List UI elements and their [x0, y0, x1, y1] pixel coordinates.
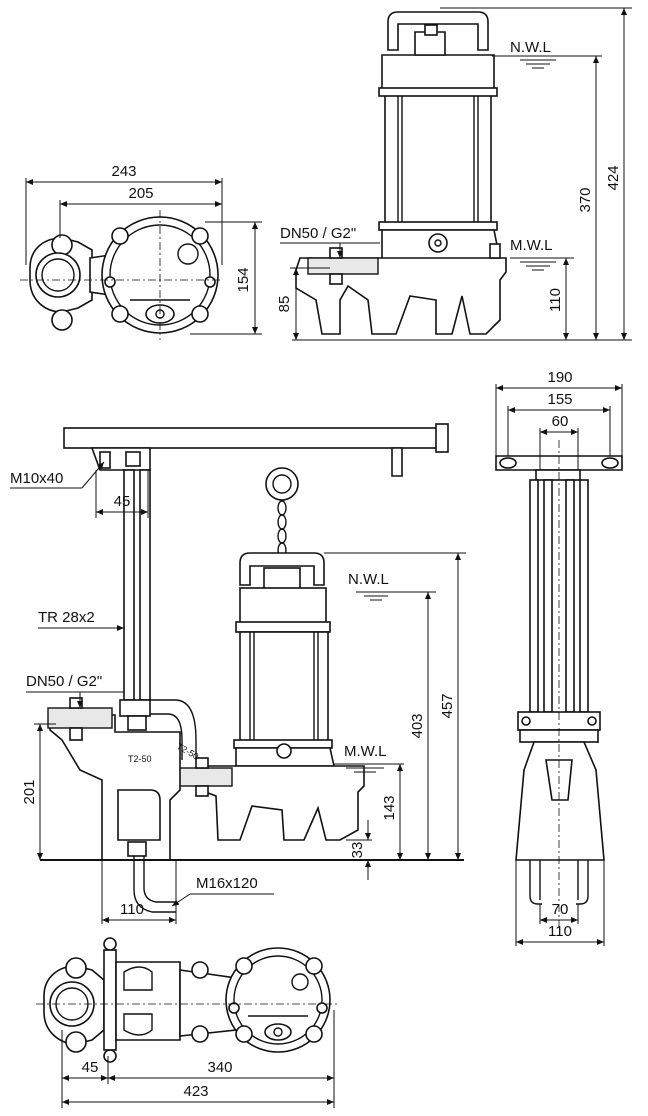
dim-60: 60 — [552, 413, 569, 430]
dim-190: 190 — [547, 369, 572, 386]
tr-label: TR 28x2 — [38, 609, 95, 626]
dim-143: 143 — [381, 795, 398, 820]
top-view-pump: 243 205 154 — [20, 163, 262, 340]
side-view-pump-top: N.W.L M.W.L 424 370 110 85 DN50 / G2" — [276, 7, 632, 341]
guide-rail-side-view: 190 155 60 70 110 — [495, 369, 623, 946]
dim-110-mid: 110 — [120, 901, 144, 918]
nwl-label-top: N.W.L — [510, 39, 551, 56]
dim-85: 85 — [276, 296, 293, 313]
dim-243: 243 — [111, 163, 136, 180]
mwl-label-mid: M.W.L — [344, 743, 387, 760]
dim-110-right: 110 — [548, 923, 572, 940]
dim-33: 33 — [349, 842, 366, 859]
nameplate-label: T2-50 — [128, 754, 152, 764]
dim-154: 154 — [235, 267, 252, 292]
dim-403: 403 — [409, 713, 426, 738]
dim-45-bottom: 45 — [82, 1059, 99, 1076]
dn50-label-mid: DN50 / G2" — [26, 673, 102, 690]
m16-label: M16x120 — [196, 875, 258, 892]
dim-424: 424 — [605, 165, 622, 190]
nwl-label-mid: N.W.L — [348, 571, 389, 588]
plan-view-assembly: 45 340 423 — [36, 937, 340, 1108]
dim-423: 423 — [183, 1083, 208, 1100]
dim-155: 155 — [547, 391, 572, 408]
dim-70: 70 — [552, 901, 569, 918]
dim-340: 340 — [207, 1059, 232, 1076]
dim-110-top: 110 — [547, 288, 564, 312]
dn50-label-top: DN50 / G2" — [280, 225, 356, 242]
dim-45-mid: 45 — [114, 493, 131, 510]
guide-rail-assembly-view: T2-50 T2-50 N.W.L M.W.L 457 403 143 33 2… — [10, 423, 466, 924]
dim-201: 201 — [21, 779, 38, 804]
dim-370: 370 — [577, 187, 594, 212]
mwl-label-top: M.W.L — [510, 237, 553, 254]
m10-label: M10x40 — [10, 470, 63, 487]
dim-457: 457 — [439, 693, 456, 718]
dim-205: 205 — [128, 185, 153, 202]
discharge-flange-top — [29, 234, 93, 331]
chain — [277, 500, 287, 558]
